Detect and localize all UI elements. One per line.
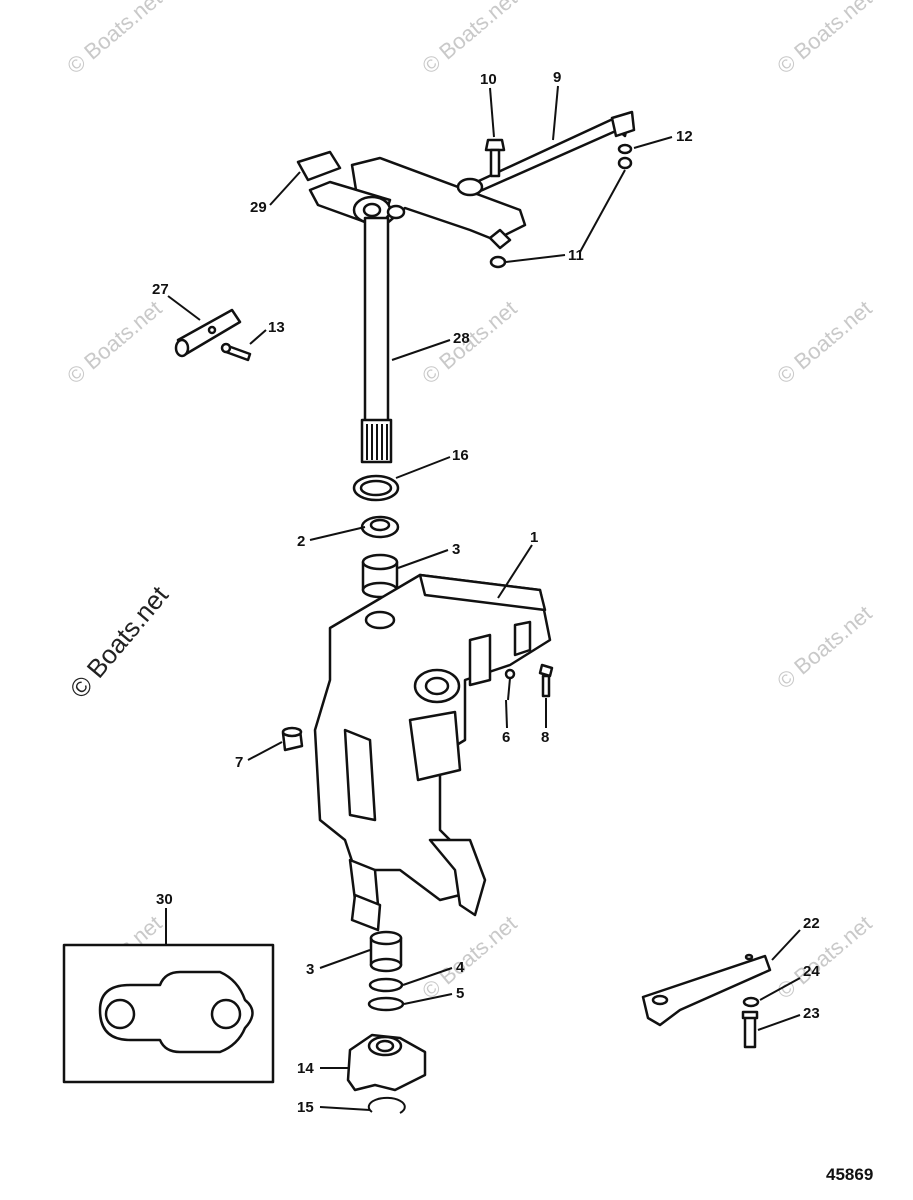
callout-label-3-lower: 3: [306, 961, 314, 978]
part-4-ring: [368, 977, 404, 993]
part-22-plate: [641, 953, 772, 1027]
watermark: © Boats.net: [417, 911, 521, 1004]
callout-label-11: 11: [568, 247, 584, 264]
callout-label-22: 22: [803, 915, 820, 932]
part-11-nut: [489, 156, 633, 269]
part-28-steering-shaft: [360, 216, 393, 464]
callout-label-1: 1: [530, 529, 538, 546]
drawing-number: 45869: [826, 1165, 873, 1184]
part-12-washer: [617, 143, 633, 155]
part-1-swivel-bracket: [313, 573, 552, 932]
callout-label-8: 8: [541, 729, 549, 746]
callout-label-7: 7: [235, 754, 243, 771]
callout-label-14: 14: [297, 1060, 314, 1077]
callout-label-3-upper: 3: [452, 541, 460, 558]
part-24-washer: [742, 996, 760, 1008]
callout-label-15: 15: [297, 1099, 314, 1116]
part-9-steering-link: [456, 110, 636, 197]
part-2-bearing: [360, 515, 400, 539]
part-6-screw: [504, 668, 516, 701]
watermark: © Boats.net: [772, 0, 876, 79]
part-14-lower-yoke: [346, 1033, 427, 1092]
callout-label-12: 12: [676, 128, 693, 145]
callout-label-30: 30: [156, 891, 173, 908]
watermark: © Boats.net: [772, 296, 876, 389]
part-7-bushing: [281, 726, 304, 752]
watermark: © Boats.net: [62, 0, 166, 79]
part-15-snap-ring: [367, 1096, 406, 1114]
part-10-bolt: [484, 138, 506, 178]
watermark: © Boats.net: [62, 296, 166, 389]
leader-lines: [165, 85, 801, 1111]
callout-label-5: 5: [456, 985, 464, 1002]
watermark: © Boats.net: [417, 0, 521, 79]
callout-label-24: 24: [803, 963, 820, 980]
part-16-seal: [352, 474, 400, 502]
callout-labels: 10 9 12 11 29 27 13 28 16 2 3 1 6 8 7 30…: [152, 69, 820, 1116]
watermark: © Boats.net: [772, 601, 876, 694]
callout-label-28: 28: [453, 330, 470, 347]
callout-label-27: 27: [152, 281, 169, 298]
watermark-side: © Boats.net: [64, 580, 175, 704]
part-3-bushing-lower: [369, 930, 403, 973]
part-27-pin: [174, 308, 242, 358]
part-13-screw: [220, 342, 252, 362]
callout-label-9: 9: [553, 69, 561, 86]
part-8-screw: [538, 663, 554, 698]
part-29-clip: [296, 150, 342, 182]
callout-label-16: 16: [452, 447, 469, 464]
callout-label-6: 6: [502, 729, 510, 746]
part-5-ring: [367, 996, 405, 1012]
callout-label-29: 29: [250, 199, 267, 216]
callout-label-2: 2: [297, 533, 305, 550]
callout-label-4: 4: [456, 959, 465, 976]
callout-label-10: 10: [480, 71, 497, 88]
part-23-bolt: [741, 1010, 759, 1049]
callout-label-23: 23: [803, 1005, 820, 1022]
watermark: © Boats.net: [772, 911, 876, 1004]
part-30-gasket: [62, 943, 275, 1084]
callout-label-13: 13: [268, 319, 285, 336]
